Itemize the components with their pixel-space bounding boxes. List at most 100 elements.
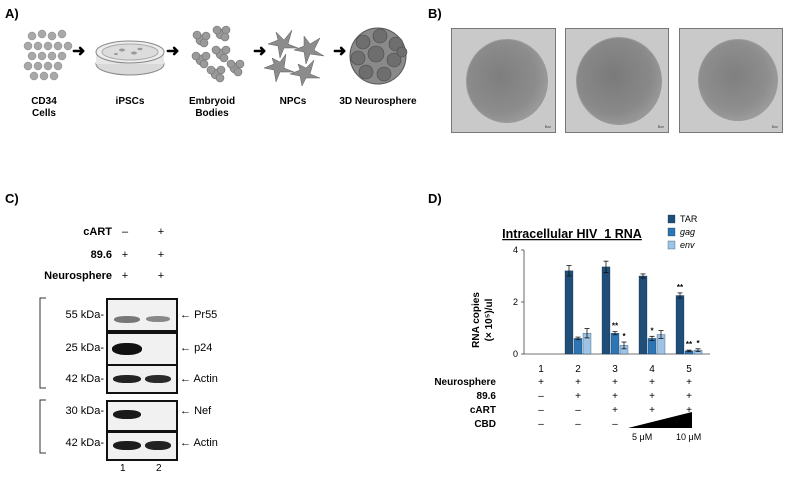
treatment-mark: +	[157, 226, 165, 238]
significance-mark: *	[650, 326, 654, 335]
cbd-dose-wedge	[628, 412, 692, 428]
arrow-2-icon: ➜	[166, 43, 180, 60]
micrograph-3: Bar	[679, 28, 783, 133]
condition-mark: –	[538, 419, 544, 430]
protein-label-actin: ← Actin	[180, 373, 218, 385]
arrow-3-icon: ➜	[253, 43, 267, 60]
legend-label: gag	[680, 227, 695, 237]
y-tick-label: 2	[513, 297, 518, 307]
bar-gag	[610, 333, 620, 355]
band	[113, 375, 141, 383]
bar-tar	[638, 275, 648, 355]
left-arrow-icon: ←	[180, 405, 191, 417]
condition-label-896: 89.6	[476, 391, 496, 402]
protein-label-actin: ← Actin	[180, 437, 218, 449]
treatment-mark: +	[121, 270, 129, 282]
condition-mark: –	[575, 419, 581, 430]
panel-d-label: D)	[428, 191, 442, 206]
treatment-mark: +	[157, 249, 165, 261]
condition-mark: +	[686, 377, 692, 388]
legend-swatch	[667, 214, 676, 224]
protein-label-nef: ← Nef	[180, 405, 212, 417]
legend-label: TAR	[680, 214, 698, 224]
condition-mark: +	[612, 391, 618, 402]
treatment-mark: –	[121, 226, 129, 238]
significance-mark: *	[622, 332, 626, 341]
panel-a-label: A)	[5, 6, 19, 21]
category-label: 2	[575, 364, 581, 375]
panel-b-label: B)	[428, 6, 442, 21]
category-label: 1	[538, 364, 544, 375]
stage-label-npcs: NPCs	[279, 96, 307, 107]
condition-mark: +	[649, 405, 655, 416]
condition-mark: +	[612, 405, 618, 416]
y-axis-label: RNA copies	[471, 292, 482, 348]
category-label: 5	[686, 364, 692, 375]
panel-c-label: C)	[5, 191, 19, 206]
legend-swatch	[667, 240, 676, 250]
condition-label-cart: cART	[469, 405, 496, 416]
cbd-dose-low: 5 μM	[632, 432, 653, 442]
condition-mark: +	[612, 377, 618, 388]
band	[112, 343, 142, 355]
condition-mark: +	[686, 405, 692, 416]
treatment-label-896: 89.6	[90, 249, 112, 261]
left-arrow-icon: ←	[180, 309, 191, 321]
npcs-icon	[263, 29, 325, 87]
condition-mark: +	[575, 391, 581, 402]
left-arrow-icon: ←	[180, 342, 191, 354]
kda-marker: 25 kDa-	[65, 342, 104, 354]
y-tick-label: 0	[513, 349, 518, 359]
legend-label: env	[680, 240, 695, 250]
band	[113, 410, 141, 419]
treatment-mark: +	[121, 249, 129, 261]
condition-mark: +	[686, 391, 692, 402]
kda-marker: 30 kDa-	[65, 405, 104, 417]
left-arrow-icon: ←	[180, 373, 191, 385]
category-label: 4	[649, 364, 655, 375]
left-arrow-icon: ←	[180, 437, 191, 449]
y-tick-label: 4	[513, 245, 518, 255]
blot-actin-1	[106, 364, 178, 394]
significance-mark: **	[686, 340, 693, 349]
micrograph-1: Bar	[451, 28, 556, 133]
band	[145, 441, 171, 450]
significance-mark: *	[696, 339, 700, 348]
kda-marker: 42 kDa-	[65, 437, 104, 449]
cbd-dose-high: 10 μM	[676, 432, 702, 442]
arrow-1-icon: ➜	[72, 43, 86, 60]
neurosphere-icon	[349, 27, 408, 85]
condition-mark: –	[612, 419, 618, 430]
legend-swatch	[667, 227, 676, 237]
bar-tar	[564, 270, 574, 355]
bar-tar	[601, 266, 611, 355]
lane-number: 1	[120, 463, 126, 474]
band	[114, 316, 140, 323]
condition-mark: +	[538, 377, 544, 388]
embryoid-bodies-icon	[191, 25, 245, 83]
y-axis-label-units: (× 10⁵)/ul	[484, 298, 495, 341]
stage-label-ipscs: iPSCs	[115, 96, 145, 107]
arrow-4-icon: ➜	[333, 43, 347, 60]
stage-label-3d-neurosphere: 3D Neurosphere	[339, 96, 417, 107]
bar-gag	[573, 338, 583, 355]
treatment-label-neurosphere: Neurosphere	[44, 270, 112, 282]
cd34-cells-icon	[23, 29, 73, 81]
blot-pr55	[106, 298, 178, 332]
chart-title: Intracellular HIV_1 RNA	[502, 227, 642, 241]
blot-nef	[106, 400, 178, 432]
band	[146, 316, 170, 322]
significance-mark: **	[677, 283, 684, 292]
treatment-label-cart: cART	[83, 226, 112, 238]
condition-mark: –	[538, 405, 544, 416]
condition-mark: +	[575, 377, 581, 388]
blot-brackets	[39, 297, 46, 454]
band	[113, 441, 141, 450]
condition-mark: +	[649, 391, 655, 402]
micrograph-2: Bar	[565, 28, 669, 133]
category-label: 3	[612, 364, 618, 375]
protein-label-p24: ← p24	[180, 342, 213, 354]
petri-dish-icon	[95, 40, 165, 76]
